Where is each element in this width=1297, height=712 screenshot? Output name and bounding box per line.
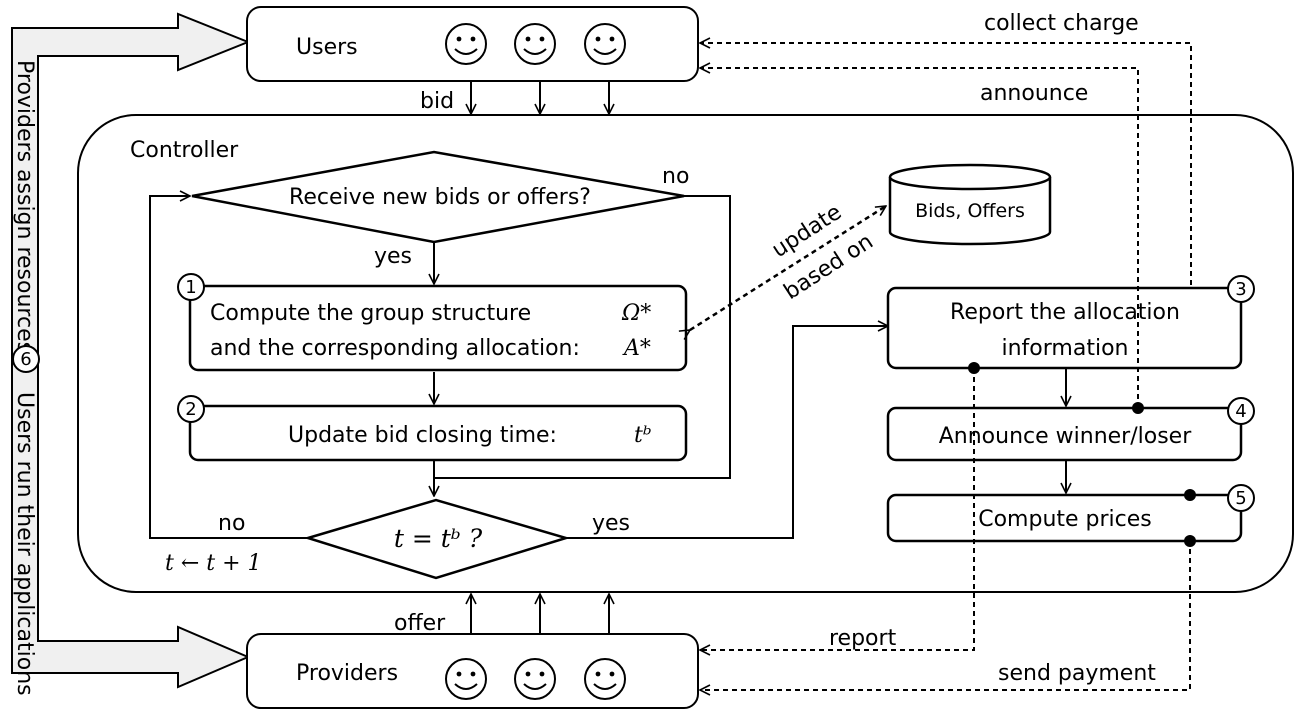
flow-lines [149,196,888,539]
offer-label: offer [394,611,446,636]
collect-charge-label: collect charge [984,11,1139,36]
step-2-number: 2 [185,399,196,420]
yes-label: yes [374,244,412,269]
step-5-text: Compute prices [978,507,1152,532]
offer-arrows [471,594,609,634]
step-1-box [177,273,688,372]
providers-label: Providers [296,661,398,686]
step-5-box [886,484,1255,543]
database-icon [888,163,1052,246]
step-3-box [886,275,1255,370]
step-3-line1: Report the allocation [950,300,1180,325]
side-label-top: Providers assign resources [12,60,37,353]
step-4-box [886,397,1255,462]
step-1-line2: and the corresponding allocation: [210,336,580,361]
no-label: no [218,511,245,536]
step-5-number: 5 [1235,488,1246,509]
omega-symbol: Ω* [621,301,651,326]
database-label: Bids, Offers [915,200,1025,222]
yes-label: yes [592,511,630,536]
controller-label: Controller [130,138,239,163]
user-smiley-icon [514,23,556,65]
side-arrow [11,12,251,689]
step-6-badge: 6 [12,345,40,373]
time-increment: t ← t + 1 [165,551,262,576]
step-1-line1: Compute the group structure [210,301,531,326]
provider-smiley-icon [514,658,556,700]
step-1-number: 1 [185,277,196,298]
junction-dots [968,362,1196,547]
users-label: Users [296,35,358,60]
step-3-number: 3 [1235,279,1246,300]
closing-time-symbol: tᵇ [634,423,652,448]
step-3-line2: information [1002,336,1129,361]
decision-closing-time-text: t = tᵇ ? [394,524,483,553]
svg-text:6: 6 [20,349,31,370]
decision-closing-time [303,498,571,580]
step-2-text: Update bid closing time: [288,423,557,448]
report-label: report [829,626,897,651]
allocation-symbol: A* [622,336,651,361]
decision-new-bids-text: Receive new bids or offers? [289,185,591,210]
user-smiley-icon [584,23,626,65]
dashed-connectors [700,43,1192,690]
update-link [690,204,886,330]
send-payment-label: send payment [998,661,1156,686]
controller-box [77,114,1294,593]
user-smiley-icon [445,23,487,65]
step-4-number: 4 [1235,401,1246,422]
provider-smiley-icon [445,658,487,700]
bid-arrows [471,82,609,114]
side-label-bottom: Users run their applications [12,392,37,696]
announce-label: announce [980,81,1088,106]
provider-smiley-icon [584,658,626,700]
step-2-box [177,395,688,462]
step-4-text: Announce winner/loser [939,424,1192,449]
bid-label: bid [420,89,454,114]
no-label: no [662,164,689,189]
